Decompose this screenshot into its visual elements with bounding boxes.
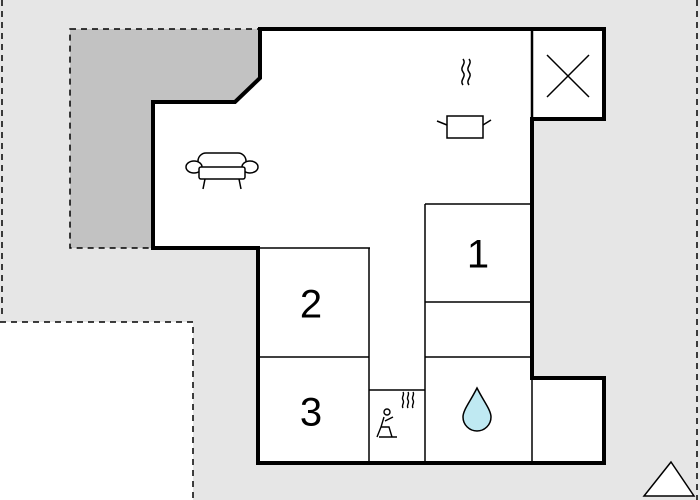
sofa-icon [185, 152, 259, 190]
sauna-icon [376, 391, 415, 438]
cooking-pot-icon [436, 58, 492, 139]
plot-boundary [0, 321, 194, 500]
building-footprint [151, 27, 606, 465]
void-cross-icon [546, 54, 590, 98]
room-label-3: 3 [300, 391, 322, 435]
north-arrow-icon [642, 460, 696, 497]
water-drop-icon [462, 386, 492, 432]
room-label-2: 2 [300, 283, 322, 327]
room-label-1: 1 [467, 233, 489, 277]
outside-area [0, 322, 193, 500]
